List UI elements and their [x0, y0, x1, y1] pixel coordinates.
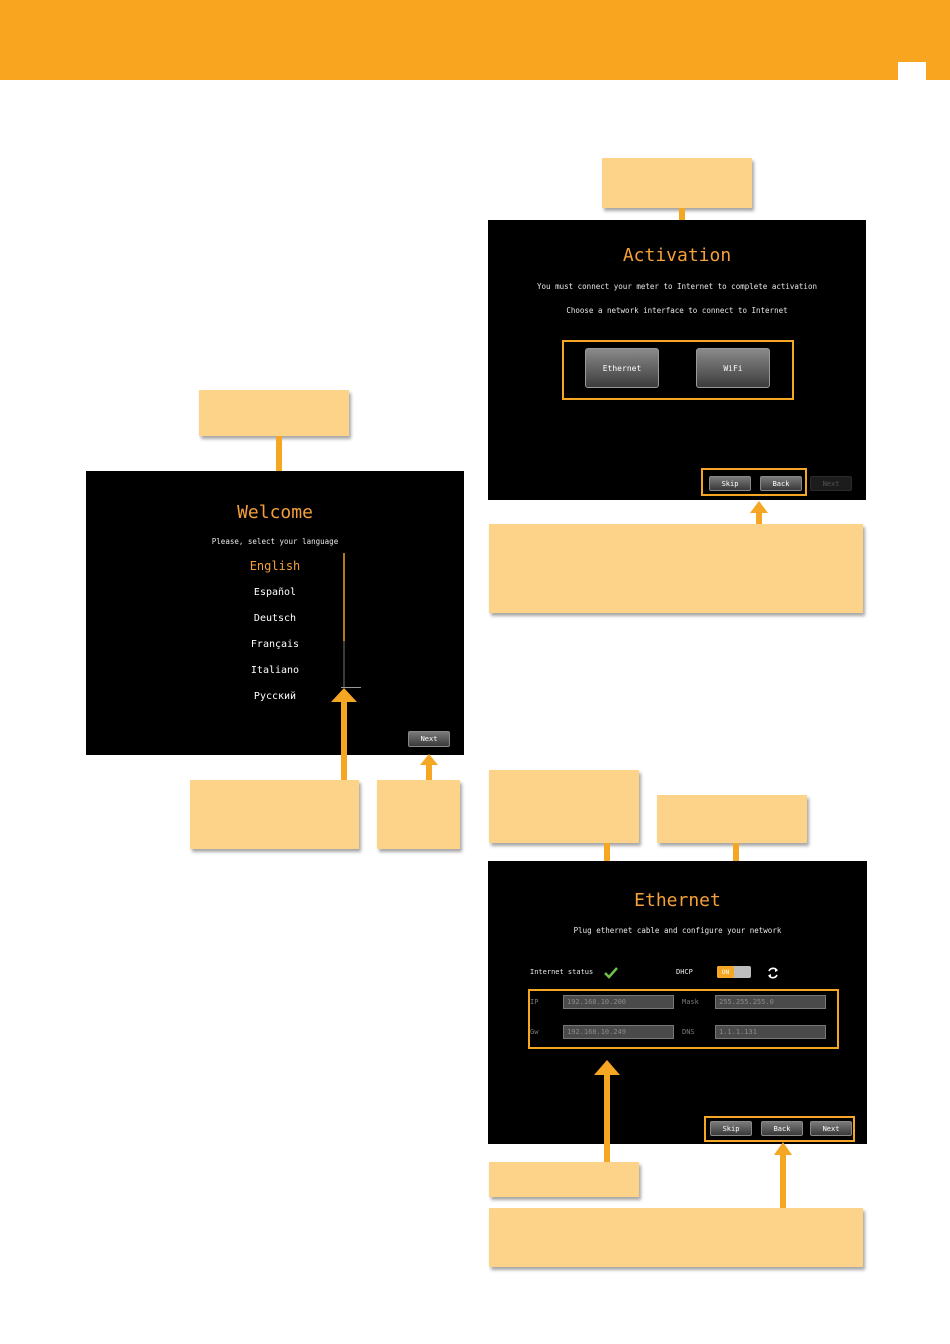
ethernet-next-button[interactable]: Next — [810, 1121, 852, 1136]
dhcp-label: DHCP — [676, 968, 693, 976]
callout-dhcp — [657, 795, 807, 843]
activation-back-button[interactable]: Back — [760, 476, 802, 491]
language-option-russian[interactable]: Русский — [253, 691, 297, 702]
welcome-title: Welcome — [237, 502, 313, 523]
nav-buttons-highlight — [704, 1116, 855, 1142]
dhcp-toggle[interactable]: ON — [717, 966, 751, 978]
arrowhead-nav-buttons — [774, 1142, 792, 1155]
refresh-icon[interactable] — [766, 965, 780, 979]
ethernet-title: Ethernet — [634, 890, 721, 911]
callout-skip-back — [489, 524, 863, 613]
callout-internet-status — [489, 770, 639, 843]
ethernet-subtitle: Plug ethernet cable and configure your n… — [573, 926, 782, 935]
activation-instruction: Choose a network interface to connect to… — [566, 306, 788, 315]
network-fields-highlight — [528, 989, 839, 1049]
activation-skip-button[interactable]: Skip — [709, 476, 751, 491]
arrow-to-network-fields — [604, 1074, 610, 1162]
language-scrollbar-thumb[interactable] — [343, 553, 345, 641]
callout-language-title — [199, 390, 349, 436]
activation-next-button: Next — [810, 476, 852, 491]
ip-label: IP — [530, 998, 539, 1006]
arrow-to-nav-buttons — [780, 1154, 786, 1208]
activation-screen: Activation You must connect your meter t… — [488, 220, 866, 500]
language-option-italiano[interactable]: Italiano — [250, 665, 300, 676]
header-bar — [0, 0, 950, 80]
callout-next — [377, 780, 460, 849]
dhcp-toggle-on: ON — [717, 966, 734, 978]
callout-nav-buttons — [489, 1208, 863, 1267]
welcome-next-button[interactable]: Next — [408, 731, 450, 747]
language-option-deutsch[interactable]: Deutsch — [253, 613, 297, 624]
arrowhead-skip-back — [750, 501, 768, 513]
arrowhead-network-fields — [594, 1060, 620, 1075]
callout-network-fields — [489, 1162, 639, 1197]
language-option-espanol[interactable]: Español — [253, 587, 297, 598]
ethernet-button[interactable]: Ethernet — [585, 348, 659, 388]
arrow-to-skip-back — [756, 512, 762, 526]
welcome-screen: Welcome Please, select your language Eng… — [86, 471, 464, 755]
callout-network-choice — [602, 158, 752, 208]
mask-label: Mask — [682, 998, 699, 1006]
gw-field[interactable]: 192.168.10.249 — [563, 1025, 674, 1039]
activation-message: You must connect your meter to Internet … — [537, 282, 817, 291]
dns-field[interactable]: 1.1.1.131 — [715, 1025, 826, 1039]
arrow-to-scrollbar — [341, 700, 347, 782]
language-option-english[interactable]: English — [249, 559, 301, 573]
arrowhead-next — [420, 754, 438, 765]
page-number-tab — [898, 62, 926, 84]
mask-field[interactable]: 255.255.255.0 — [715, 995, 826, 1009]
welcome-subtitle: Please, select your language — [211, 537, 339, 546]
scrollbar-pointer-line — [341, 687, 361, 688]
skip-back-highlight — [701, 468, 807, 496]
ethernet-skip-button[interactable]: Skip — [710, 1121, 752, 1136]
wifi-button[interactable]: WiFi — [696, 348, 770, 388]
language-option-francais[interactable]: Français — [250, 639, 300, 650]
ethernet-back-button[interactable]: Back — [761, 1121, 803, 1136]
gw-label: Gw — [530, 1028, 539, 1036]
network-buttons-highlight — [562, 340, 794, 400]
ip-field[interactable]: 192.168.10.200 — [563, 995, 674, 1009]
internet-status-label: Internet status — [530, 968, 594, 976]
arrowhead-scrollbar — [331, 688, 357, 702]
check-icon — [604, 964, 618, 979]
dns-label: DNS — [682, 1028, 695, 1036]
arrow-to-next — [426, 764, 432, 780]
ethernet-screen: Ethernet Plug ethernet cable and configu… — [488, 861, 867, 1144]
activation-title: Activation — [622, 245, 732, 266]
callout-scroll-languages — [190, 780, 359, 849]
